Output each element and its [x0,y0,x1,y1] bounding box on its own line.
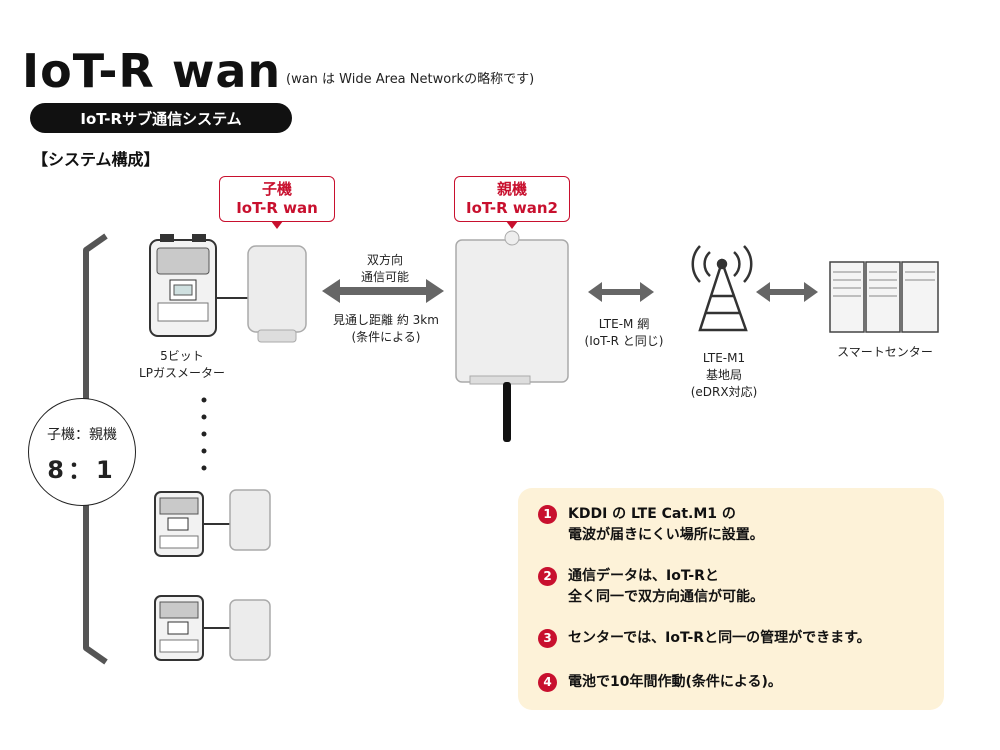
child-unit-icon-2 [229,489,271,551]
meter-label-line2: LPガスメーター [139,366,225,380]
feature-number-3: 3 [538,629,557,648]
page-subtitle: (wan は Wide Area Networkの略称です) [286,72,535,87]
feature-number-2: 2 [538,567,557,586]
base-station-line2: 基地局 [705,368,742,382]
link-distance-line2: (条件による) [351,330,421,344]
parent-callout-line1: 親機 [496,180,527,198]
meter-label-line1: 5ビット [160,349,204,363]
double-arrow-icon-3 [756,282,818,302]
antenna-tower-icon [691,245,753,332]
smart-center-label: スマートセンター [837,345,933,359]
parent-callout-line2: IoT-R wan2 [465,199,558,217]
feature-item-3: 3 センターでは、IoT-Rと同一の管理ができます。 [538,628,871,649]
child-callout-line2: IoT-R wan [236,199,318,217]
feature-item-1: 1 KDDI の LTE Cat.M1 の 電波が届きにくい場所に設置。 [538,504,764,546]
link-capability-line1: 双方向 [366,253,403,267]
link-distance-label: 見通し距離 約 3km (条件による) [316,312,456,346]
gas-meter-icon-2 [154,491,204,557]
gas-meter-icon-3 [154,595,204,661]
feature-number-1: 1 [538,505,557,524]
parent-callout: 親機 IoT-R wan2 [454,176,570,229]
base-station-line1: LTE-M1 [702,351,746,365]
meter-label: 5ビット LPガスメーター [122,348,242,382]
section-heading: 【システム構成】 [32,150,160,169]
feature-text-3: センターでは、IoT-Rと同一の管理ができます。 [568,630,871,646]
parent-unit-icon [455,230,569,442]
lte-network-line1: LTE-M 網 [598,317,650,331]
feature-item-4: 4 電池で10年間作動(条件による)。 [538,672,782,693]
base-station-label: LTE-M1 基地局 (eDRX対応) [674,350,774,401]
continuation-dots [201,397,207,471]
lte-network-line2: (IoT-R と同じ) [584,334,664,348]
feature-number-4: 4 [538,673,557,692]
feature-text-1a: KDDI の LTE Cat.M1 の [568,506,736,522]
features-panel: 1 KDDI の LTE Cat.M1 の 電波が届きにくい場所に設置。 2 通… [518,488,944,710]
gas-meter-icon [149,234,217,337]
ratio-value: 8：1 [47,456,117,484]
feature-item-2: 2 通信データは、IoT-Rと 全く同一で双方向通信が可能。 [538,566,764,608]
ratio-circle: 子機：親機 8：1 [28,398,136,506]
link-capability-label: 双方向 通信可能 [330,252,440,286]
child-callout: 子機 IoT-R wan [219,176,335,229]
page-title: IoT-R wan [22,44,282,98]
ratio-label: 子機：親機 [47,427,117,443]
feature-text-2b: 全く同一で双方向通信が可能。 [568,589,764,605]
feature-text-2a: 通信データは、IoT-Rと [568,568,719,584]
lte-network-label: LTE-M 網 (IoT-R と同じ) [568,316,680,350]
child-callout-line1: 子機 [261,180,292,198]
feature-text-4: 電池で10年間作動(条件による)。 [568,674,782,690]
child-unit-icon [247,245,307,343]
link-distance-line1: 見通し距離 約 3km [333,313,439,327]
double-arrow-icon-2 [588,282,654,302]
system-pill: IoT-Rサブ通信システム [30,103,292,133]
child-unit-icon-3 [229,599,271,661]
feature-text-1b: 電波が届きにくい場所に設置。 [568,527,764,543]
base-station-line3: (eDRX対応) [690,385,758,399]
server-rack-icon [829,261,939,333]
link-capability-line2: 通信可能 [360,270,409,284]
double-arrow-icon [322,279,444,303]
